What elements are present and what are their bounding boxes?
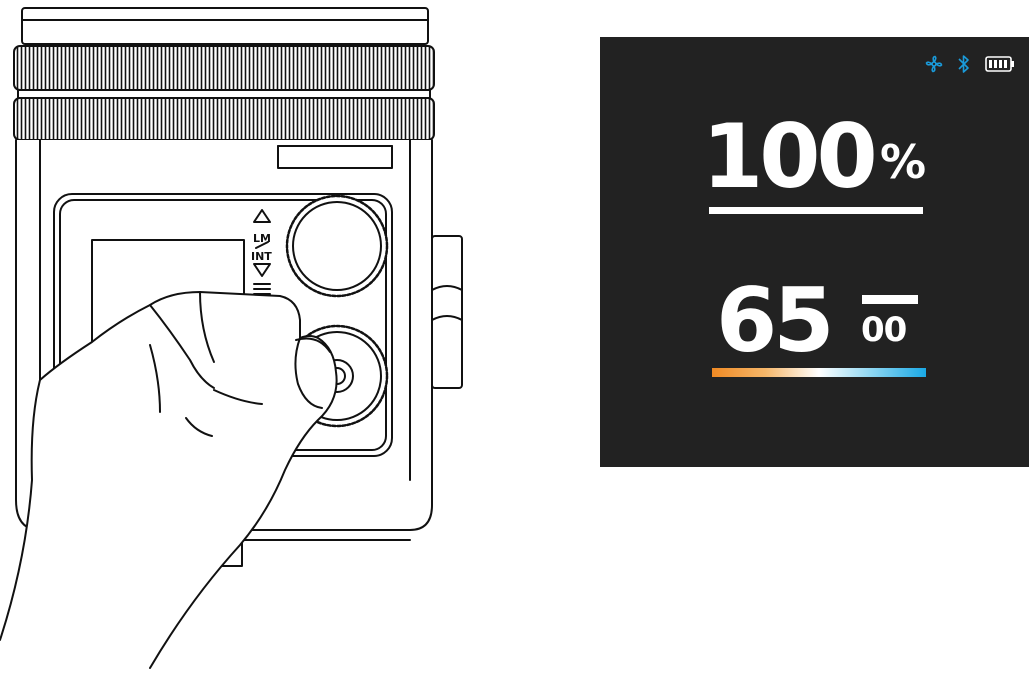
fan-icon xyxy=(925,55,943,73)
color-temperature-unit-letter: K xyxy=(903,293,912,306)
battery-icon xyxy=(985,56,1015,72)
side-mount xyxy=(431,235,463,389)
display-screen: 100 % 65 K 00 xyxy=(600,37,1029,467)
brightness-unit: % xyxy=(880,135,927,189)
color-temperature-value: 65 xyxy=(716,269,834,372)
label-int: INT xyxy=(251,250,272,263)
focus-ring-upper xyxy=(13,45,435,91)
label-lm: LM xyxy=(253,232,271,245)
brightness-value: 100 xyxy=(702,105,878,208)
hand xyxy=(0,291,338,669)
focus-ring-lower xyxy=(13,97,435,141)
device-illustration: LM INT xyxy=(0,7,463,669)
status-icons xyxy=(925,53,1015,75)
color-temperature-unit-suffix: 00 xyxy=(861,310,907,350)
brightness-level-bar xyxy=(709,207,923,214)
color-temperature-gradient-bar xyxy=(712,368,926,377)
lens-cap xyxy=(21,7,429,45)
bluetooth-icon xyxy=(957,54,971,74)
color-temperature-unit-bar xyxy=(862,295,918,304)
